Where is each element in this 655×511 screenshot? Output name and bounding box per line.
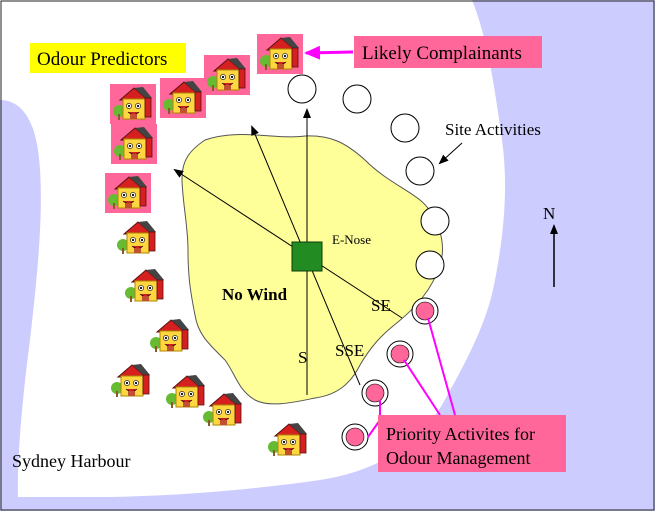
priority-callout-box [378,415,566,472]
s-label: S [298,348,307,367]
house-icon [159,77,206,118]
wind-line-nw [173,168,403,319]
priority-activity-circle [411,297,439,325]
priority-line-1: Priority Activites for [386,424,535,444]
sse-label: SSE [335,341,364,360]
enose-label: E-Nose [332,232,371,247]
priority-line-2: Odour Management [386,448,530,468]
complainants-pointer [304,45,354,60]
site-activities-pointer [438,142,463,165]
site-activity-circle [420,206,450,236]
site-activities-label: Site Activities [445,120,541,139]
priority-activity-circle [341,423,369,451]
site-activities [287,74,450,280]
priority-activities [341,297,439,451]
sydney-harbour-label: Sydney Harbour [12,451,130,471]
house-icon [203,54,250,95]
pointer-line [403,359,441,416]
no-wind-label: No Wind [222,285,288,304]
likely-complainants-box [354,36,542,68]
right-shore [450,0,655,500]
priority-activity-circle [361,379,389,407]
north-label: N [543,204,555,223]
site-activity-circle [405,156,435,186]
likely-complainants-label: Likely Complainants [362,43,522,64]
odour-predictors-box [30,43,186,73]
pointer-line [427,317,456,416]
odour-predictors-label: Odour Predictors [37,49,167,70]
house-icon [104,172,151,213]
site-activity-circle [287,74,317,104]
house-icon [256,33,303,74]
priority-activity-circle [386,340,414,368]
site-activity-circle [390,113,420,143]
site-activity-circle [415,250,445,280]
likely-complainant-houses [104,33,303,213]
house-icon [109,83,156,124]
enose-box [291,241,323,272]
se-label: SE [371,296,391,315]
site-activity-circle [342,84,372,114]
house-icon [110,123,157,164]
priority-pointers [367,317,456,438]
